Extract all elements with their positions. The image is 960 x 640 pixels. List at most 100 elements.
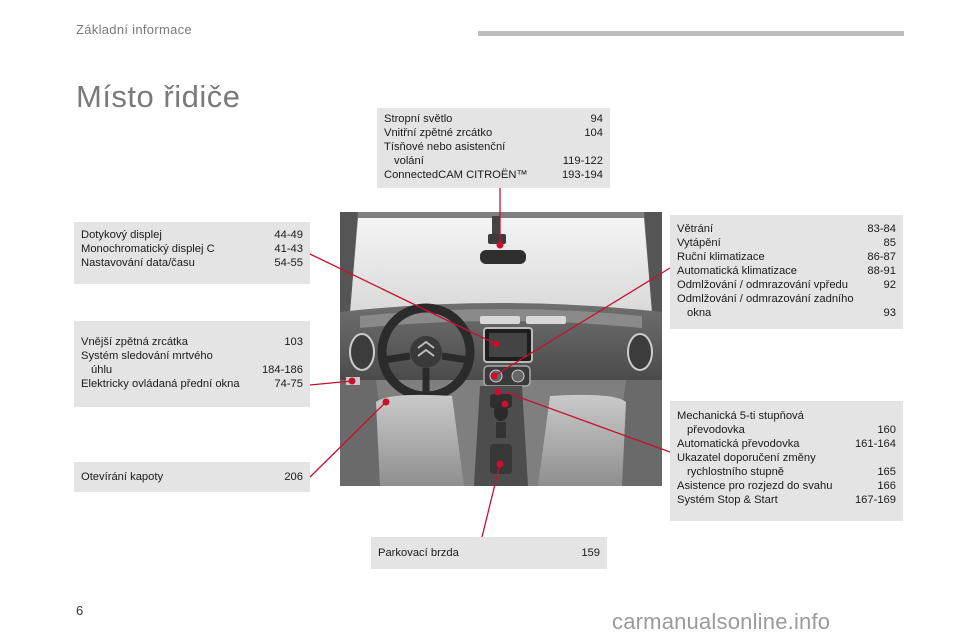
item-page[interactable]: 44-49 bbox=[274, 229, 303, 241]
item-page[interactable]: 41-43 bbox=[274, 243, 303, 255]
item-label: Odmlžování / odmrazování zadního okna bbox=[677, 292, 860, 320]
list-item: Odmlžování / odmrazování vpředu 92 bbox=[677, 278, 896, 292]
item-page[interactable]: 54-55 bbox=[274, 257, 303, 269]
list-item: Otevírání kapoty 206 bbox=[81, 470, 303, 484]
list-item: Dotykový displej 44-49 bbox=[81, 228, 303, 242]
box-climate: Větrání 83-84 Vytápění 85 Ruční klimatizac… bbox=[670, 215, 903, 329]
item-label: Vytápění bbox=[677, 237, 721, 249]
list-item: Větrání 83-84 bbox=[677, 222, 896, 236]
item-label-line1: Tísňové nebo asistenční bbox=[384, 141, 506, 153]
item-page[interactable]: 160 bbox=[877, 424, 896, 436]
rear-view-mirror bbox=[480, 250, 526, 264]
list-item: Vnitřní zpětné zrcátko 104 bbox=[384, 126, 603, 140]
item-label: Otevírání kapoty bbox=[81, 471, 164, 483]
item-page[interactable]: 206 bbox=[284, 471, 303, 483]
list-item: Tísňové nebo asistenční volání 119-122 bbox=[384, 140, 603, 168]
item-label: Asistence pro rozjezd do svahu bbox=[677, 480, 833, 492]
item-page[interactable]: 103 bbox=[284, 336, 303, 348]
steering-spokes bbox=[383, 352, 469, 394]
dashboard-illustration bbox=[340, 212, 662, 486]
item-label-line1: Ukazatel doporučení změny bbox=[677, 452, 816, 464]
item-page[interactable]: 104 bbox=[584, 127, 603, 139]
item-label: Parkovací brzda bbox=[378, 547, 459, 559]
item-page[interactable]: 193-194 bbox=[561, 169, 603, 181]
item-page[interactable]: 92 bbox=[883, 279, 896, 291]
list-item: Automatická převodovka 161-164 bbox=[677, 437, 896, 451]
item-page[interactable]: 184-186 bbox=[261, 364, 303, 376]
box-ceiling-controls: Stropní světlo 94 Vnitřní zpětné zrcátko 1… bbox=[377, 108, 610, 188]
item-page[interactable]: 83-84 bbox=[867, 223, 896, 235]
item-label: Automatická převodovka bbox=[677, 438, 800, 450]
item-page[interactable]: 94 bbox=[590, 113, 603, 125]
item-label: Elektricky ovládaná přední okna bbox=[81, 378, 240, 390]
item-label: Dotykový displej bbox=[81, 229, 162, 241]
item-label: Nastavování data/času bbox=[81, 257, 195, 269]
item-label-line1: Odmlžování / odmrazování zadního bbox=[677, 293, 854, 305]
item-label: Automatická klimatizace bbox=[677, 265, 797, 277]
list-item: Nastavování data/času 54-55 bbox=[81, 256, 303, 270]
page-title: Místo řidiče bbox=[76, 78, 241, 114]
climate-knob-right bbox=[511, 369, 525, 383]
list-item: Vytápění 85 bbox=[677, 236, 896, 250]
item-page[interactable]: 74-75 bbox=[274, 378, 303, 390]
item-label: Odmlžování / odmrazování vpředu bbox=[677, 279, 849, 291]
section-header: Základní informace bbox=[76, 22, 192, 37]
item-label: Vnější zpětná zrcátka bbox=[81, 336, 188, 348]
box-mirrors: Vnější zpětná zrcátka 103 Systém sledován… bbox=[74, 321, 310, 407]
seat-passenger bbox=[538, 394, 626, 486]
list-item: Parkovací brzda 159 bbox=[378, 546, 600, 560]
list-item: Elektricky ovládaná přední okna 74-75 bbox=[81, 377, 303, 391]
item-label: Stropní světlo bbox=[384, 113, 453, 125]
list-item: Vnější zpětná zrcátka 103 bbox=[81, 335, 303, 349]
header-rule bbox=[478, 31, 904, 36]
item-page[interactable]: 159 bbox=[581, 547, 600, 559]
list-item: ConnectedCAM CITROËN™ 193-194 bbox=[384, 168, 603, 182]
list-item: Ukazatel doporučení změny rychlostního st… bbox=[677, 451, 896, 479]
dashboard-drawing bbox=[340, 212, 662, 486]
item-label: Větrání bbox=[677, 223, 714, 235]
seat-driver bbox=[376, 394, 464, 486]
item-label: Ruční klimatizace bbox=[677, 251, 765, 263]
item-label: ConnectedCAM CITROËN™ bbox=[384, 169, 528, 181]
item-page[interactable]: 161-164 bbox=[854, 438, 896, 450]
item-label-line1: Mechanická 5-ti stupňová bbox=[677, 410, 804, 422]
item-page[interactable]: 93 bbox=[883, 307, 896, 319]
list-item: Monochromatický displej C 41-43 bbox=[81, 242, 303, 256]
list-item: Automatická klimatizace 88-91 bbox=[677, 264, 896, 278]
watermark: carmanualsonline.info bbox=[612, 609, 831, 634]
item-label-line2: volání bbox=[394, 155, 424, 167]
list-item: Asistence pro rozjezd do svahu 166 bbox=[677, 479, 896, 493]
item-page[interactable]: 166 bbox=[877, 480, 896, 492]
item-label-line2: okna bbox=[687, 307, 712, 319]
box-bonnet: Otevírání kapoty 206 bbox=[74, 462, 310, 492]
list-item: Ruční klimatizace 86-87 bbox=[677, 250, 896, 264]
windscreen bbox=[350, 218, 652, 312]
vent-left bbox=[349, 333, 375, 371]
item-label: Vnitřní zpětné zrcátko bbox=[384, 127, 493, 139]
page-number: 6 bbox=[76, 603, 84, 618]
item-label: Tísňové nebo asistenční volání bbox=[384, 140, 511, 168]
item-label-line1: Systém sledování mrtvého bbox=[81, 350, 213, 362]
box-display: Dotykový displej 44-49 Monochromatický di… bbox=[74, 222, 310, 284]
item-page[interactable]: 165 bbox=[877, 466, 896, 478]
list-item: Stropní světlo 94 bbox=[384, 112, 603, 126]
parking-brake-lever bbox=[490, 444, 512, 474]
item-label: Ukazatel doporučení změny rychlostního st… bbox=[677, 451, 822, 479]
item-page[interactable]: 85 bbox=[883, 237, 896, 249]
gear-boot bbox=[496, 422, 506, 438]
item-page[interactable]: 119-122 bbox=[562, 155, 603, 167]
box-parking-brake: Parkovací brzda 159 bbox=[371, 537, 607, 569]
item-page[interactable]: 167-169 bbox=[854, 494, 896, 506]
item-label-line2: rychlostního stupně bbox=[687, 466, 785, 478]
item-label: Monochromatický displej C bbox=[81, 243, 215, 255]
item-page[interactable]: 88-91 bbox=[867, 265, 896, 277]
item-page[interactable]: 86-87 bbox=[867, 251, 896, 263]
mirror-mount bbox=[488, 234, 506, 244]
mirror-stem bbox=[492, 216, 500, 238]
